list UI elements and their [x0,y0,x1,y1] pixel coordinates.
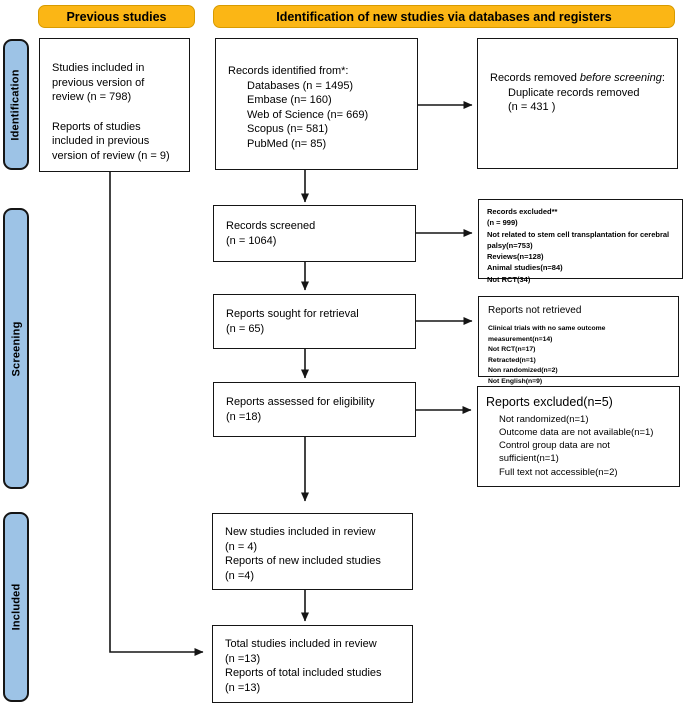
arrow-previous-to-total [109,172,204,656]
box-records-removed: Records removed before screening: Duplic… [477,38,678,169]
records-excluded-line: Records excluded** [487,207,558,216]
reports-not-retrieved-item: Clinical trials with no same outcome mea… [488,325,606,343]
reports-not-retrieved-item: Not English(n=9) [488,377,543,385]
records-identified-item: Embase (n= 160) [247,94,332,107]
records-removed-title: Records removed before screening: [490,72,665,84]
records-identified-item: Scopus (n= 581) [247,123,329,136]
records-identified-title: Records identified from*: [228,65,349,77]
total-studies-line: Reports of total included studies [225,667,382,680]
new-studies-line: Reports of new included studies [225,555,381,568]
reports-excluded-item: Not randomized(n=1) [499,413,589,425]
box-new-studies-included: New studies included in review (n = 4) R… [212,513,413,590]
box-records-screened: Records screened (n = 1064) [213,205,416,262]
total-studies-line: (n =13) [225,652,261,665]
reports-excluded-item: Full text not accessible(n=2) [499,466,618,478]
previous-studies-text-2: Reports of studies included in previous … [52,120,170,162]
reports-assessed-line1: Reports assessed for eligibility [226,395,375,408]
reports-not-retrieved-item: Not RCT(n=17) [488,346,536,354]
box-records-identified: Records identified from*: Databases (n =… [215,38,418,170]
reports-not-retrieved-title: Reports not retrieved [488,305,582,316]
box-reports-assessed: Reports assessed for eligibility (n =18) [213,382,416,437]
header-identification-of-new-studies: Identification of new studies via databa… [213,5,675,28]
records-excluded-line: Animal studies(n=84) [487,263,563,273]
records-screened-line1: Records screened [226,219,316,232]
box-previous-studies: Studies included in previous version of … [39,38,190,172]
box-reports-not-retrieved: Reports not retrieved Clinical trials wi… [478,296,679,395]
records-excluded-line: Not RCT(34) [487,274,531,284]
total-studies-line: (n =13) [225,681,261,694]
records-screened-line2: (n = 1064) [226,234,277,247]
box-reports-sought: Reports sought for retrieval (n = 65) [213,294,416,349]
records-excluded-line: (n = 999) [487,218,518,228]
new-studies-line: New studies included in review [225,526,376,538]
stage-tab-identification: Identification [3,39,29,170]
box-reports-excluded: Reports excluded(n=5) Not randomized(n=1… [477,386,680,487]
stage-tab-included: Included [3,512,29,702]
reports-not-retrieved-item: Retracted(n=1) [488,356,536,364]
stage-tab-screening: Screening [3,208,29,489]
reports-excluded-item: Outcome data are not available(n=1) [499,426,654,438]
reports-sought-line1: Reports sought for retrieval [226,307,359,320]
reports-excluded-item: Control group data are not sufficient(n=… [499,440,610,465]
reports-excluded-title: Reports excluded(n=5) [486,395,613,409]
box-total-studies-included: Total studies included in review (n =13)… [212,625,413,703]
records-identified-item: PubMed (n= 85) [247,137,327,150]
new-studies-line: (n = 4) [225,540,258,553]
box-records-excluded: Records excluded** (n = 999) Not related… [478,199,683,284]
stage-tab-identification-label: Identification [10,68,22,141]
records-identified-item: Databases (n = 1495) [247,79,354,92]
records-removed-item: Duplicate records removed [508,86,640,99]
new-studies-line: (n =4) [225,569,255,582]
records-removed-item: (n = 431 ) [508,101,556,114]
records-excluded-line: Reviews(n=128) [487,252,544,261]
records-excluded-line: Not related to stem cell transplantation… [487,229,670,250]
records-identified-item: Web of Science (n= 669) [247,108,369,121]
header-previous-studies: Previous studies [38,5,195,28]
previous-studies-text-1: Studies included in previous version of … [52,62,145,104]
reports-assessed-line2: (n =18) [226,410,262,423]
stage-tab-screening-label: Screening [10,321,22,376]
stage-tab-included-label: Included [10,583,23,631]
total-studies-line: Total studies included in review [225,638,377,650]
reports-sought-line2: (n = 65) [226,322,265,335]
reports-not-retrieved-item: Non randomized(n=2) [488,367,558,375]
